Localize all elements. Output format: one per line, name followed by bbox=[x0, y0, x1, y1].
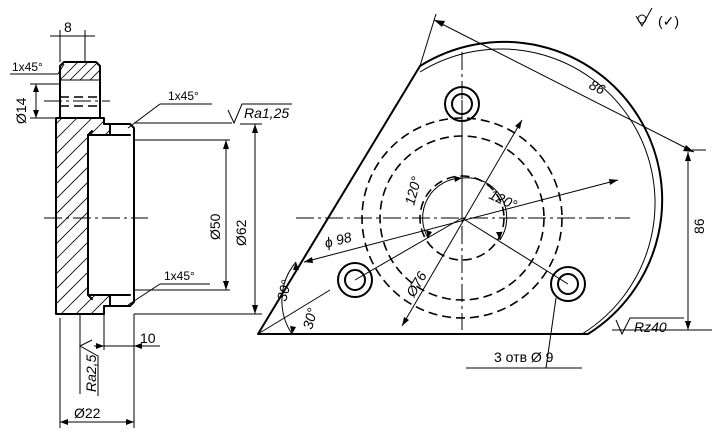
general-roughness: (✓) bbox=[635, 7, 679, 29]
dim-86-top: 86 bbox=[419, 13, 706, 153]
dim-dia22: Ø22 bbox=[59, 318, 135, 428]
dia98-label: ϕ 98 bbox=[323, 229, 354, 251]
roughness-ra25: Ra2,5 bbox=[78, 314, 99, 396]
general-roughness-suffix: (✓) bbox=[658, 13, 679, 29]
dia50-label: Ø50 bbox=[207, 213, 223, 240]
chamfer-upper-label: 1x45° bbox=[168, 89, 199, 103]
chamfer-lower-bore: 1x45° bbox=[127, 269, 210, 306]
dia22-label: Ø22 bbox=[74, 405, 101, 421]
front-view bbox=[257, 40, 664, 335]
dim-86-right: 86 bbox=[612, 152, 712, 331]
dim-10-label: 10 bbox=[140, 330, 156, 346]
dim-8-label: 8 bbox=[64, 19, 72, 35]
angle-30a-label: 30° bbox=[273, 278, 294, 303]
rz40-label: Rz40 bbox=[634, 319, 667, 335]
dia62-label: Ø62 bbox=[233, 219, 249, 246]
hole-right bbox=[550, 266, 586, 302]
dim-dia14: Ø14 bbox=[13, 83, 60, 124]
dim-dia62: Ø62 bbox=[134, 123, 262, 315]
angle-120a-label: 120° bbox=[401, 174, 424, 206]
dim-dia50: Ø50 bbox=[134, 139, 230, 291]
chamfer-top: 1x45° bbox=[10, 60, 65, 75]
chamfer-upper-bore: 1x45° bbox=[127, 89, 212, 129]
hole-top bbox=[444, 86, 480, 122]
holes-note: 3 отв Ø 9 bbox=[466, 297, 582, 369]
angle-30b-label: 30° bbox=[299, 306, 320, 331]
section-hatching bbox=[56, 118, 110, 314]
angle-30: 30° 30° bbox=[257, 261, 331, 335]
dim-86-right-label: 86 bbox=[691, 218, 707, 234]
hole-left bbox=[337, 262, 373, 298]
roughness-ra125: Ra1,25 bbox=[134, 103, 292, 125]
holes-note-label: 3 отв Ø 9 bbox=[494, 349, 554, 365]
chamfer-top-label: 1x45° bbox=[12, 60, 43, 74]
dim-dia98: ϕ 98 bbox=[303, 179, 619, 263]
dim-86-top-label: 86 bbox=[587, 76, 608, 97]
dim-10: 10 bbox=[94, 314, 160, 350]
chamfer-lower-label: 1x45° bbox=[164, 269, 195, 283]
dia14-label: Ø14 bbox=[13, 97, 29, 124]
angle-120-left: 120° bbox=[401, 174, 463, 239]
dim-8: 8 bbox=[50, 19, 95, 62]
section-view bbox=[44, 61, 148, 315]
ra25-label: Ra2,5 bbox=[83, 354, 99, 392]
ra125-label: Ra1,25 bbox=[244, 105, 289, 121]
roughness-rz40: Rz40 bbox=[615, 317, 684, 336]
